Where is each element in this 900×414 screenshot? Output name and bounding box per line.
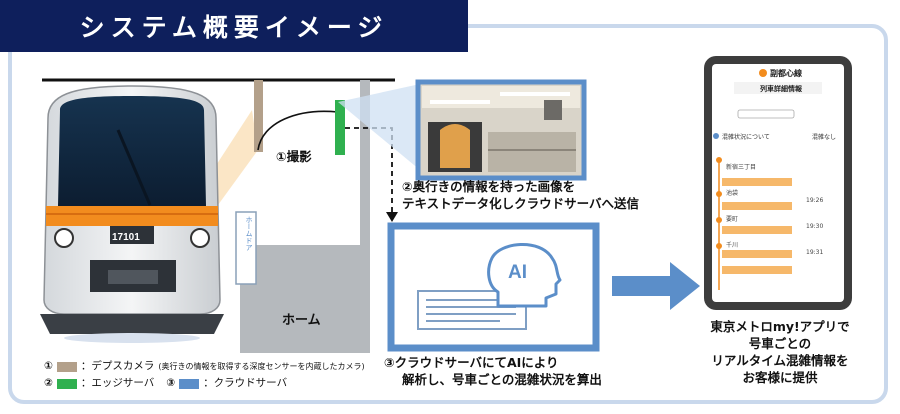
phone-congestion-title: 混雑状況について [722,134,770,141]
train [40,85,224,343]
phone-line-name: 副都心線 [770,69,802,78]
step-4-line-1: 東京メトロmy!アプリで [710,319,850,334]
phone-time: 19:26 [806,197,824,204]
step-4-label: 東京メトロmy!アプリで 号車ごとの リアルタイム混雑情報を お客様に提供 [706,318,854,386]
congestion-bars [722,178,792,274]
step-4-line-4: お客様に提供 [742,370,818,385]
step-2-label: ②奥行きの情報を持った画像を テキストデータ化しクラウドサーバへ送信 [402,178,639,212]
legend-text: ：クラウドサーバ [203,377,288,389]
legend-swatch-camera [56,361,77,372]
step-3-line-2: 解析し、号車ごとの混雑状況を算出 [402,372,602,387]
legend-item-camera: ① ：デプスカメラ (奥行きの情報を取得する深度センサーを内蔵したカメラ) [44,358,365,375]
phone-times: 19:26 19:30 19:31 [806,188,823,266]
legend: ① ：デプスカメラ (奥行きの情報を取得する深度センサーを内蔵したカメラ) ② … [44,358,365,392]
step-2-line-2: テキストデータ化しクラウドサーバへ送信 [402,196,640,211]
step-4-line-3: リアルタイム混雑情報を [711,353,849,368]
phone-congestion-note: 混雑なし [812,134,837,141]
ai-head-icon [487,243,562,308]
step-3-label: ③クラウドサーバにてAIにより 解析し、号車ごとの混雑状況を算出 [384,354,602,388]
legend-swatch-cloud [179,378,200,389]
phone-header: 列車詳細情報 [760,85,802,93]
train-number: 17101 [112,232,140,243]
platform-door-label: ホームドア [245,216,253,251]
phone-station: 池袋 [726,190,739,197]
camera-cable [257,110,339,151]
flow-arrow [612,262,700,310]
platform [240,245,370,353]
platform-label: ホーム [282,313,321,328]
step-4-line-2: 号車ごとの [748,336,812,351]
step-2-line-1: ②奥行きの情報を持った画像を [402,179,576,194]
phone-time: 19:30 [806,223,824,230]
legend-text: ：デプスカメラ [80,360,155,372]
step-1-label: ①撮影 [276,149,312,164]
phone-station: 要町 [726,216,739,223]
legend-num: ③ [166,377,176,389]
photo-callout [338,84,420,170]
dashed-arrow-head [386,212,398,222]
depth-camera [254,80,263,152]
phone-station: 新宿三丁目 [726,164,757,171]
platform-door [235,211,257,285]
step-3-line-1: ③クラウドサーバにてAIにより [384,355,559,370]
legend-item-servers: ② ：エッジサーバ ③ ：クラウドサーバ [44,375,365,392]
ai-label: AI [508,262,527,283]
edge-server [335,100,345,155]
legend-num: ② [44,377,53,389]
phone-station: 千川 [726,242,739,249]
phone-time: 19:31 [806,249,824,256]
page-title: システム概要イメージ [0,0,468,52]
phone-station-list: 新宿三丁目 池袋 要町 千川 [726,155,756,259]
legend-note: (奥行きの情報を取得する深度センサーを内蔵したカメラ) [158,362,365,371]
legend-num: ① [44,360,53,372]
legend-text: ：エッジサーバ [80,377,155,389]
legend-swatch-edge [56,378,77,389]
